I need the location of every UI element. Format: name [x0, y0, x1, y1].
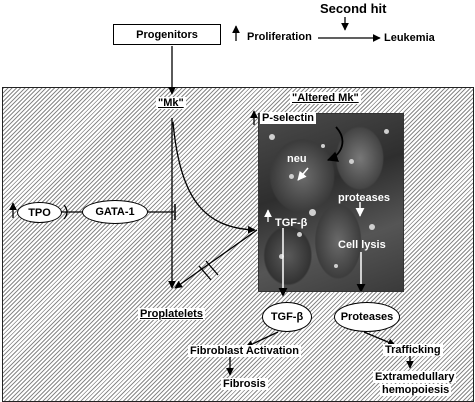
granule [334, 264, 338, 268]
p-selectin-label: P-selectin [260, 112, 316, 124]
proliferation-label: Proliferation [247, 31, 312, 43]
tpo-node: TPO [17, 202, 62, 223]
micrograph-proteases-label: proteases [338, 192, 390, 204]
altered-mk-label: "Altered Mk" [290, 92, 361, 104]
fibroblast-activation-label: Fibroblast Activation [188, 345, 301, 357]
second-hit-label: Second hit [320, 1, 387, 16]
granule [369, 224, 375, 230]
tgf-beta-node: TGF-β [262, 302, 312, 332]
micrograph-image [258, 113, 404, 292]
granule [321, 144, 325, 148]
neu-label: neu [287, 153, 307, 165]
granule [384, 129, 389, 134]
granule [297, 232, 302, 237]
micrograph-tgf-label: TGF-β [275, 217, 308, 229]
gata1-node: GATA-1 [82, 200, 148, 224]
leukemia-label: Leukemia [384, 32, 435, 44]
granule [289, 174, 294, 179]
granule [309, 209, 316, 216]
trafficking-label: Trafficking [383, 344, 443, 356]
mk-label: "Mk" [156, 97, 186, 109]
cell-lysis-label: Cell lysis [338, 239, 386, 251]
hemopoiesis-label: hemopoiesis [380, 384, 452, 396]
progenitors-box: Progenitors [113, 24, 221, 45]
fibrosis-label: Fibrosis [221, 378, 268, 390]
extramedullary-label: Extramedullary [373, 371, 457, 383]
granule [349, 159, 354, 164]
proteases-node: Proteases [334, 302, 400, 332]
granule [269, 134, 275, 140]
proplatelets-label: Proplatelets [138, 308, 205, 320]
granule [279, 254, 284, 259]
